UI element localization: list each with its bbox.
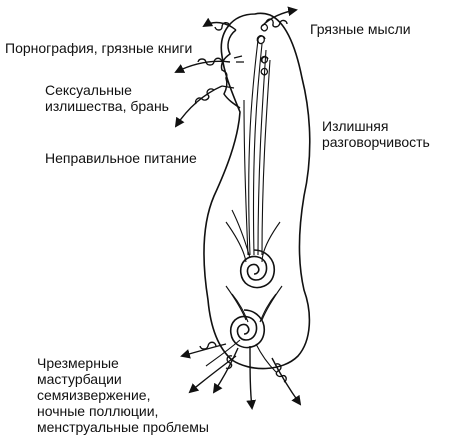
arrow-lower-leaks — [180, 341, 302, 406]
body-outline — [203, 12, 311, 370]
label-sexual-excess: Сексуальные излишества, брань — [45, 82, 169, 114]
mouth — [221, 85, 235, 89]
face-profile — [220, 29, 241, 109]
arrow-down — [246, 345, 257, 410]
label-bad-nutrition: Неправильное питание — [45, 150, 197, 166]
arrow-sexual-excess — [174, 85, 223, 128]
label-dirty-thoughts: Грязные мысли — [310, 21, 411, 37]
arrow-pornography — [174, 17, 237, 73]
eye-icon — [233, 55, 244, 63]
label-masturbation: Чрезмерные мастурбации семяизвержение, н… — [37, 355, 209, 435]
arrow-dirty-thoughts — [261, 6, 298, 28]
central-channels — [205, 39, 283, 373]
label-pornography: Порнография, грязные книги — [5, 40, 193, 56]
lower-spiral-icon — [229, 309, 266, 349]
head-coil-icon — [256, 23, 269, 45]
upper-spiral-icon — [239, 249, 276, 289]
throat-coil-icon — [260, 55, 269, 76]
label-talkativeness: Излишняя разговорчивость — [322, 118, 430, 150]
